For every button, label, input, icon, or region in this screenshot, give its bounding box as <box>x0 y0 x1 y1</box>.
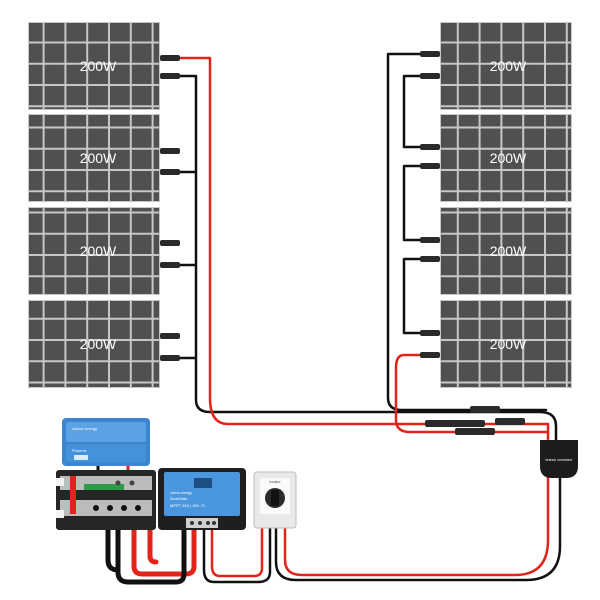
solar-panel: 200W <box>28 300 160 388</box>
solar-panel: 200W <box>28 114 160 202</box>
mppt-charge-controller: victron energy SmartSolar MPPT 250 | 100… <box>158 468 246 530</box>
mc4-connectors <box>160 51 525 435</box>
inverter-model: Phoenix <box>72 448 86 453</box>
solar-panel: 200W <box>440 114 572 202</box>
mppt-display <box>194 478 212 488</box>
solar-panel: 200W <box>440 207 572 295</box>
mppt-brand: victron energy <box>170 491 192 495</box>
mc4-connector <box>160 169 180 175</box>
homerun-negative-wire <box>274 468 562 582</box>
inverter: victron energy Phoenix <box>62 418 150 466</box>
mc4-connector <box>160 262 180 268</box>
panel-rating: 200W <box>80 243 117 259</box>
bus-link-positive <box>147 523 159 565</box>
pv-isolator-switch: isolator <box>253 471 297 529</box>
isolator-handle <box>271 490 279 506</box>
panel-rating: 200W <box>490 58 527 74</box>
mc4-connector <box>420 330 440 336</box>
panel-rating: 200W <box>80 58 117 74</box>
isolator-label: isolator <box>269 480 281 484</box>
mc4-connector <box>420 163 440 169</box>
solar-panel: 200W <box>28 207 160 295</box>
mc4-connector <box>420 73 440 79</box>
inline-fuse <box>470 406 500 413</box>
inverter-display <box>74 455 88 460</box>
panel-rating: 200W <box>80 150 117 166</box>
mc4-connector <box>420 237 440 243</box>
panel-rating: 200W <box>490 336 527 352</box>
mppt-model: SmartSolar <box>170 497 188 501</box>
mc4-connector <box>160 55 180 61</box>
panel-rating: 200W <box>490 243 527 259</box>
mc4-connector <box>160 148 180 154</box>
left-string-positive-wire <box>174 56 550 442</box>
mppt-to-bus-positive <box>131 523 197 577</box>
wiring <box>96 52 562 585</box>
mppt-rating: MPPT 250 | 100 -Tr <box>170 503 205 508</box>
panel-rating: 200W <box>490 150 527 166</box>
mc4-connector <box>160 73 180 79</box>
branch-connector-box: branch connector <box>540 440 578 478</box>
mc4-connector <box>420 144 440 150</box>
left-string-negative-wire <box>174 74 558 442</box>
isolator-to-mppt-positive <box>210 526 264 578</box>
inverter-brand: victron energy <box>72 426 97 431</box>
inline-fuse <box>495 418 525 425</box>
bus-link-negative <box>105 523 121 573</box>
branch-box-label: branch connector <box>545 458 573 462</box>
mppt-to-bus-negative <box>115 523 187 585</box>
inline-fuse <box>425 420 485 427</box>
homerun-positive-wire <box>283 468 550 577</box>
mc4-connector <box>160 333 180 339</box>
mc4-connector <box>420 51 440 57</box>
solar-panel: 200W <box>440 300 572 388</box>
solar-panel: 200W <box>440 22 572 110</box>
mc4-connector <box>420 256 440 262</box>
mc4-connector <box>160 240 180 246</box>
mc4-connector <box>420 352 440 358</box>
solar-panel: 200W <box>28 22 160 110</box>
isolator-to-mppt-negative <box>202 526 272 584</box>
panel-rating: 200W <box>80 336 117 352</box>
right-string-positive-wire <box>394 353 550 434</box>
right-string-series-wire <box>402 74 428 335</box>
inline-fuse <box>455 428 495 435</box>
right-string-negative-wire <box>386 52 548 412</box>
busbar-distributor <box>56 470 156 530</box>
mc4-connector <box>160 355 180 361</box>
